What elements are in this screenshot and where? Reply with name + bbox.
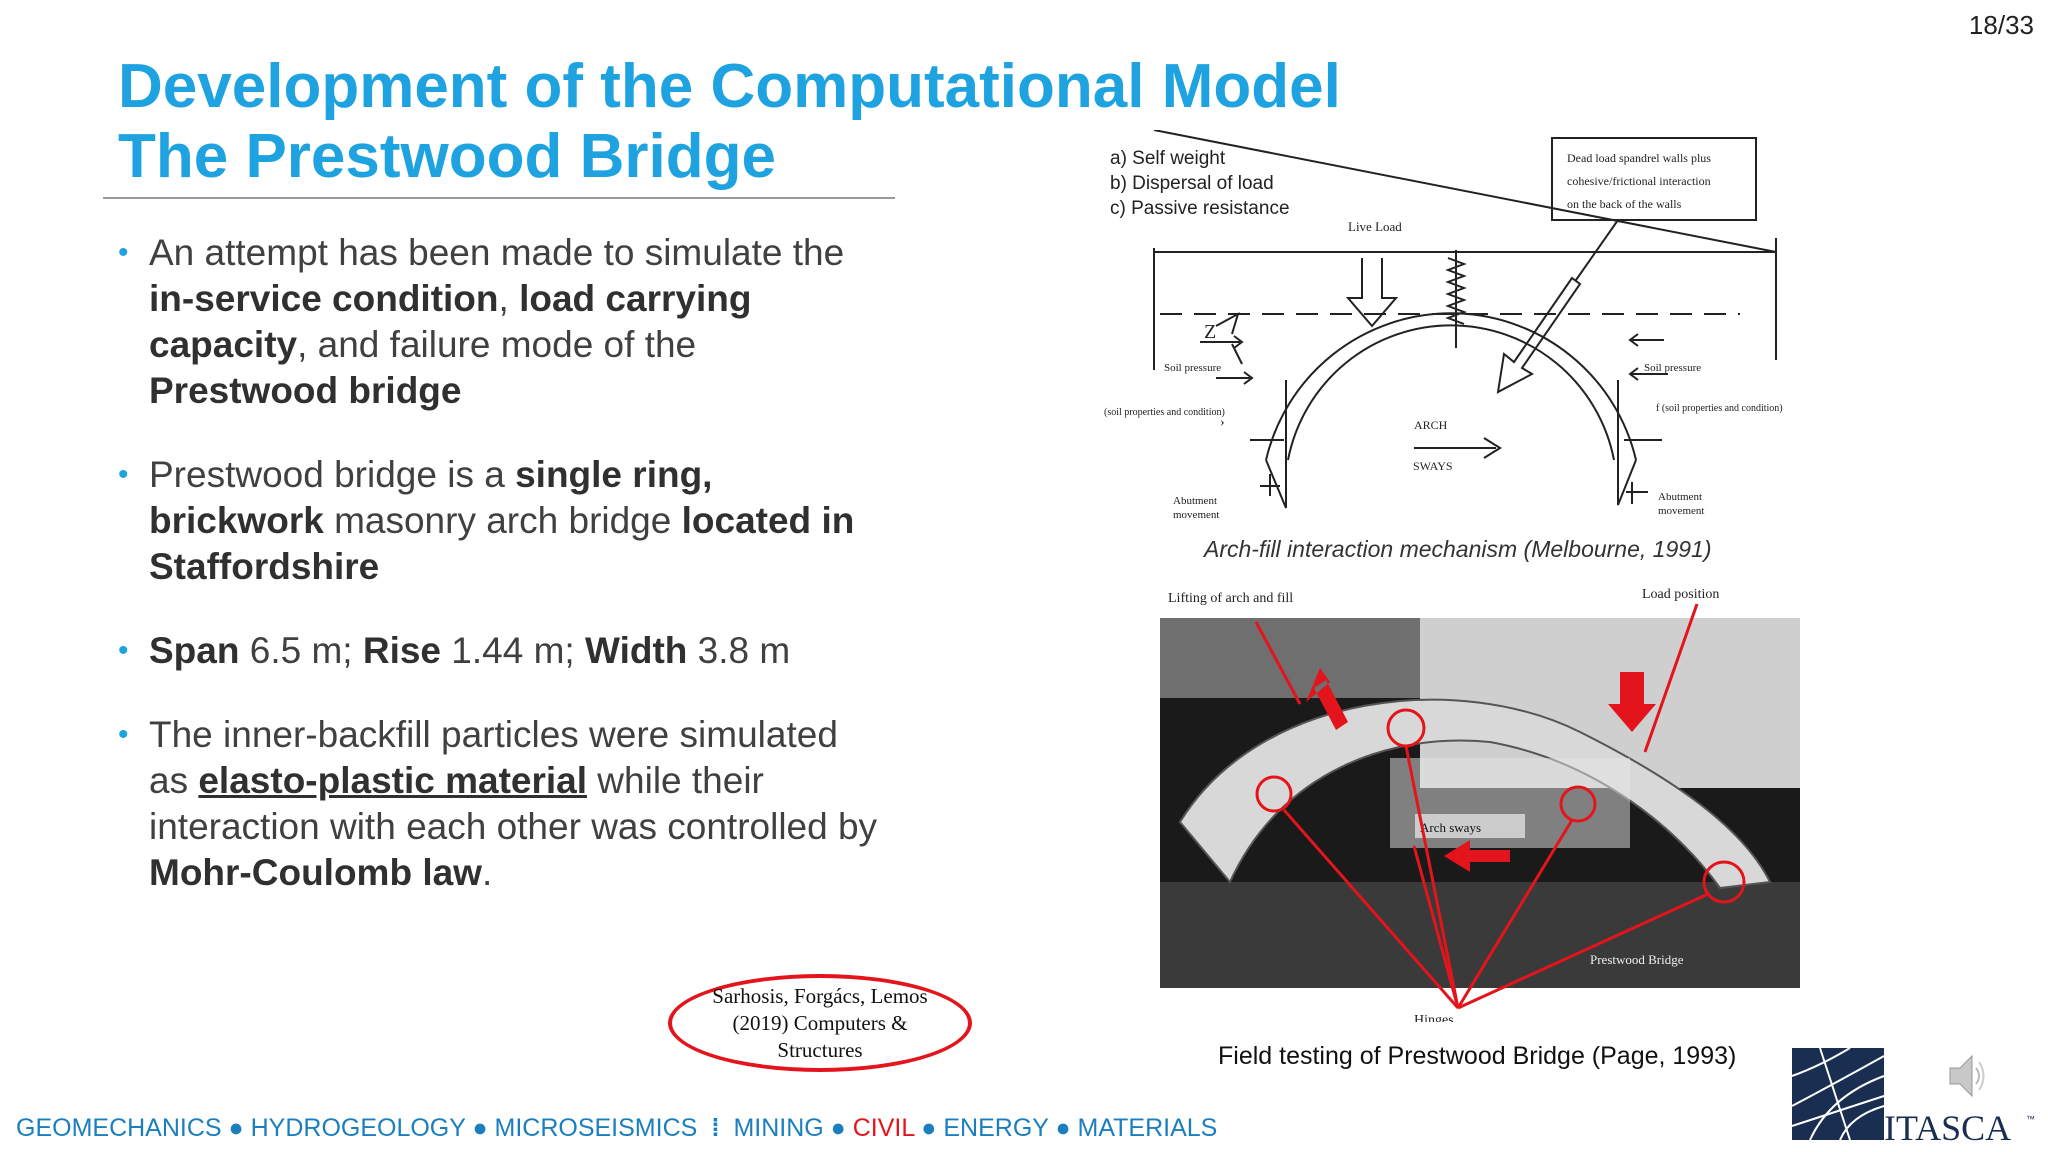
legend-passive: c) Passive resistance bbox=[1110, 198, 1290, 219]
arch-fill-mechanism-diagram: a) Self weight b) Dispersal of load c) P… bbox=[1104, 130, 1783, 521]
footer-materials: MATERIALS bbox=[1077, 1114, 1218, 1142]
footer-hydrogeology: HYDROGEOLOGY bbox=[250, 1114, 466, 1142]
title-divider bbox=[103, 197, 895, 199]
svg-text:™: ™ bbox=[2026, 1114, 2035, 1124]
abutment-right-1: Abutment bbox=[1658, 491, 1702, 503]
lifting-arrow bbox=[1306, 668, 1348, 730]
prestwood-label: Prestwood Bridge bbox=[1590, 952, 1684, 967]
svg-text:›: › bbox=[1220, 415, 1225, 430]
arch-sways-label: Arch sways bbox=[1420, 820, 1481, 835]
abutment-left-2: movement bbox=[1173, 509, 1219, 521]
svg-text:Z: Z bbox=[1204, 321, 1216, 343]
callout-box bbox=[1551, 137, 1757, 221]
hinge-circle bbox=[1559, 785, 1597, 823]
footer-microseismics: MICROSEISMICS bbox=[494, 1114, 698, 1142]
sways-label: SWAYS bbox=[1413, 459, 1453, 473]
bullet-dot: • bbox=[118, 458, 129, 491]
soil-pressure-right: Soil pressure bbox=[1644, 362, 1701, 374]
bullet-dot: • bbox=[118, 718, 129, 751]
lifting-label: Lifting of arch and fill bbox=[1168, 591, 1293, 606]
citation-line-3: Structures bbox=[777, 1037, 863, 1062]
photo-caption: Field testing of Prestwood Bridge (Page,… bbox=[1218, 1042, 1737, 1070]
arch-label: ARCH bbox=[1414, 418, 1448, 432]
mechanism-caption: Arch-fill interaction mechanism (Melbour… bbox=[1204, 536, 1712, 562]
abutment-right-2: movement bbox=[1658, 505, 1704, 517]
hinge-circle bbox=[1255, 775, 1293, 813]
hinge-circle bbox=[1702, 860, 1746, 904]
citation-line-2: (2019) Computers & bbox=[732, 1010, 908, 1035]
abutment-left-1: Abutment bbox=[1173, 495, 1217, 507]
callout-line-2: cohesive/frictional interaction bbox=[1567, 174, 1711, 188]
sway-arrow bbox=[1444, 840, 1510, 872]
legend-dispersal: b) Dispersal of load bbox=[1110, 173, 1274, 194]
bullet-dot: • bbox=[118, 634, 129, 667]
footer-disciplines: GEOMECHANICS ● HYDROGEOLOGY ● MICROSEISM… bbox=[16, 1114, 1218, 1142]
load-position-label: Load position bbox=[1642, 587, 1719, 602]
citation-callout: Sarhosis, Forgács, Lemos (2019) Computer… bbox=[668, 974, 972, 1072]
hinges-label: Hinges bbox=[1414, 1013, 1454, 1022]
speaker-icon[interactable] bbox=[1946, 1048, 1986, 1104]
footer-geomechanics: GEOMECHANICS bbox=[16, 1114, 222, 1142]
footer-mining: MINING bbox=[733, 1114, 824, 1142]
itasca-logo-mark bbox=[1792, 1048, 1884, 1140]
bullet-item-2: •Prestwood bridge is a single ring, bric… bbox=[118, 454, 855, 587]
citation-line-1: Sarhosis, Forgács, Lemos bbox=[712, 983, 928, 1008]
slide-title: Development of the Computational Model T… bbox=[118, 52, 1518, 192]
title-line-1: Development of the Computational Model bbox=[118, 52, 1341, 121]
soil-props-right: f (soil properties and condition) bbox=[1656, 403, 1783, 414]
title-line-2: The Prestwood Bridge bbox=[118, 122, 776, 191]
callout-line-1: Dead load spandrel walls plus bbox=[1567, 151, 1711, 165]
bullet-list: •An attempt has been made to simulate th… bbox=[118, 230, 878, 934]
itasca-logo-text: ITASCA bbox=[1884, 1108, 2011, 1146]
footer-energy: ENERGY bbox=[943, 1114, 1049, 1142]
footer-civil: CIVIL bbox=[852, 1114, 915, 1142]
callout-line-3: on the back of the walls bbox=[1567, 197, 1682, 211]
bullet-item-1: •An attempt has been made to simulate th… bbox=[118, 232, 845, 411]
bullet-item-3: •Span 6.5 m; Rise 1.44 m; Width 3.8 m bbox=[118, 628, 878, 674]
slide-number: 18/33 bbox=[1968, 10, 2034, 40]
bullet-item-4: •The inner-backfill particles were simul… bbox=[118, 714, 878, 893]
legend-self-weight: a) Self weight bbox=[1110, 148, 1226, 169]
soil-props-left: (soil properties and condition) bbox=[1104, 407, 1225, 418]
bullet-dot: • bbox=[118, 236, 129, 269]
live-load-label: Live Load bbox=[1348, 219, 1402, 234]
arch-ring bbox=[1178, 698, 1772, 890]
soil-pressure-left: Soil pressure bbox=[1164, 362, 1221, 374]
load-arrow bbox=[1608, 672, 1656, 732]
field-testing-photo: Lifting of arch and fill Load position H… bbox=[1160, 587, 1800, 1022]
itasca-logo: ITASCA ™ bbox=[1791, 1047, 2035, 1146]
